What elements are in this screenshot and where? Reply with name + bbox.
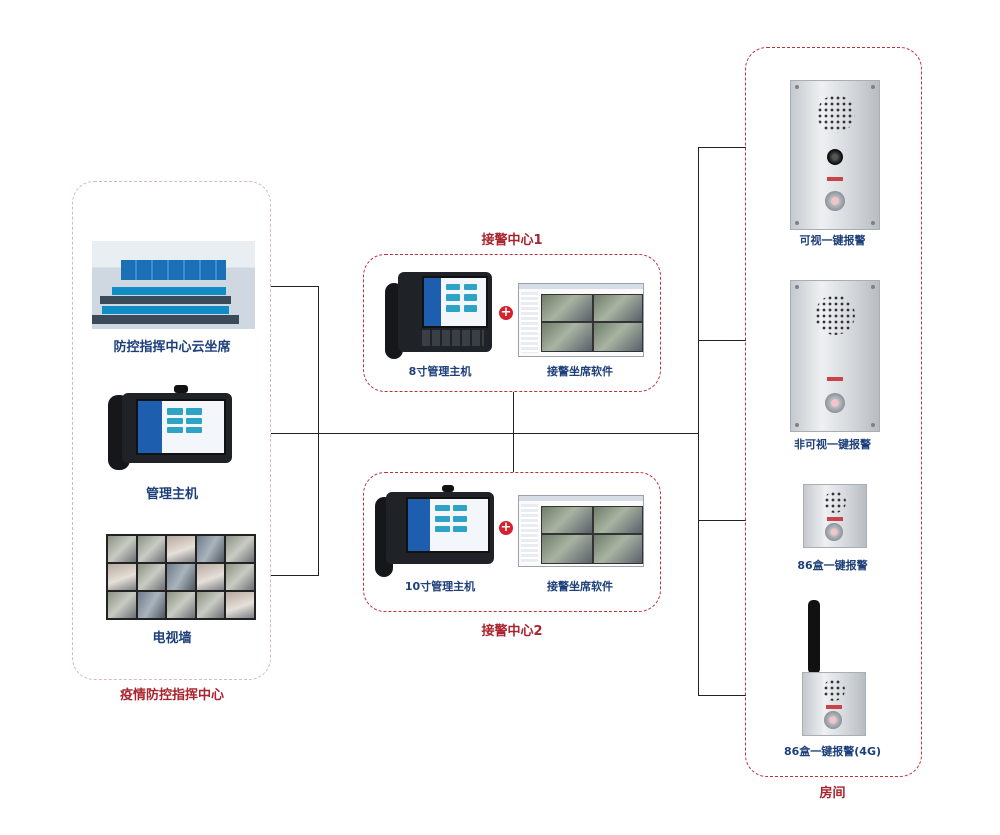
room-group [745, 47, 922, 777]
10-inch-host-image [386, 485, 494, 564]
management-host-label: 管理主机 [145, 487, 198, 502]
video-wall-image [106, 534, 256, 620]
10-inch-host-label: 10寸管理主机 [404, 580, 476, 593]
command-center-group [72, 181, 271, 680]
connector-line [698, 695, 746, 696]
non-visual-alarm-label: 非可视一键报警 [794, 438, 871, 451]
alarm-center-1-group [363, 254, 661, 392]
plus-icon: + [499, 305, 513, 320]
8-inch-host-image [398, 272, 492, 352]
connector-line [698, 340, 746, 341]
86-box-alarm-label: 86盒一键报警 [797, 559, 868, 572]
connector-line [271, 286, 319, 287]
connector-line [271, 433, 699, 434]
video-wall-label: 电视墙 [152, 631, 192, 646]
connector-line [698, 520, 746, 521]
command-center-title: 疫情防控指挥中心 [119, 688, 224, 703]
visual-alarm-label: 可视一键报警 [799, 234, 866, 247]
86-box-4g-alarm-label: 86盒一键报警(4G) [783, 745, 882, 758]
cloud-seat-label: 防控指挥中心云坐席 [113, 340, 231, 355]
connector-line [698, 147, 699, 695]
antenna-icon [808, 600, 820, 674]
alarm-software-image [518, 495, 644, 567]
control-room-image [92, 241, 255, 329]
room-title: 房间 [819, 786, 846, 801]
connector-line [271, 575, 319, 576]
alarm-center-2-title: 接警中心2 [481, 624, 543, 639]
alarm-center-1-title: 接警中心1 [481, 233, 543, 248]
86-box-4g-alarm-panel-image [802, 672, 866, 736]
management-host-image [122, 385, 232, 463]
visual-alarm-panel-image [790, 80, 880, 230]
alarm-software-image [518, 283, 644, 357]
plus-icon: + [499, 520, 513, 535]
alarm-software-label: 接警坐席软件 [547, 580, 613, 593]
alarm-software-label: 接警坐席软件 [547, 365, 613, 378]
86-box-alarm-panel-image [803, 484, 867, 548]
connector-line [698, 147, 746, 148]
connector-line [318, 286, 319, 576]
alarm-center-2-group [363, 472, 661, 612]
connector-line [513, 392, 514, 472]
8-inch-host-label: 8寸管理主机 [408, 365, 472, 378]
non-visual-alarm-panel-image [790, 280, 880, 432]
